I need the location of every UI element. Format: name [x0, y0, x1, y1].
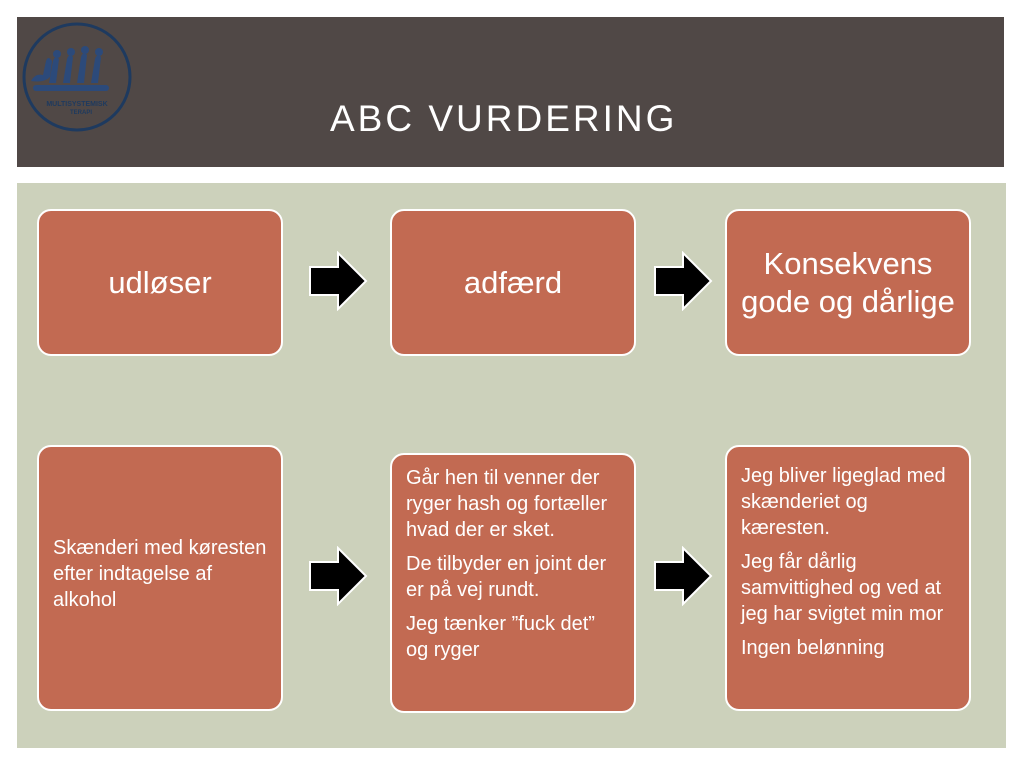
logo-text-line-2: TERAPI — [70, 110, 92, 116]
behavior-example-text-1: Går hen til venner der ryger hash og for… — [406, 467, 608, 541]
consequence-example-text-3: Ingen belønning — [741, 637, 885, 659]
trigger-example-text: Skænderi med køresten efter indtagelse a… — [53, 537, 267, 611]
logo-text-line-1: MULTISYSTEMISK — [46, 101, 107, 108]
behavior-example-text-2: De tilbyder en joint der er på vej rundt… — [406, 553, 607, 601]
box-behavior: adfærd — [390, 209, 636, 356]
page-title: ABC VURDERING — [330, 98, 678, 139]
consequence-example-text-1: Jeg bliver ligeglad med skænderiet og kæ… — [741, 465, 946, 539]
right-arrow-icon — [309, 546, 368, 606]
consequence-example-text-2: Jeg får dårlig samvittighed og ved at je… — [741, 551, 944, 625]
box-trigger-label: udløser — [108, 264, 212, 300]
header-bar: MULTISYSTEMISK TERAPI ABC VURDERING — [17, 17, 1004, 167]
behavior-example-text-3: Jeg tænker ”fuck det” og ryger — [406, 613, 595, 661]
right-arrow-icon — [309, 251, 368, 311]
box-trigger: udløser — [37, 209, 283, 356]
box-consequence-label: Konsekvens gode og dårlige — [741, 245, 955, 319]
right-arrow-icon — [654, 251, 713, 311]
mst-logo: MULTISYSTEMISK TERAPI — [22, 22, 132, 132]
box-behavior-label: adfærd — [463, 264, 563, 300]
right-arrow-icon — [654, 546, 713, 606]
box-consequence-example: Jeg bliver ligeglad med skænderiet og kæ… — [725, 445, 971, 711]
box-consequence: Konsekvens gode og dårlige — [725, 209, 971, 356]
box-trigger-example: Skænderi med køresten efter indtagelse a… — [37, 445, 283, 711]
box-behavior-example: Går hen til venner der ryger hash og for… — [390, 453, 636, 713]
